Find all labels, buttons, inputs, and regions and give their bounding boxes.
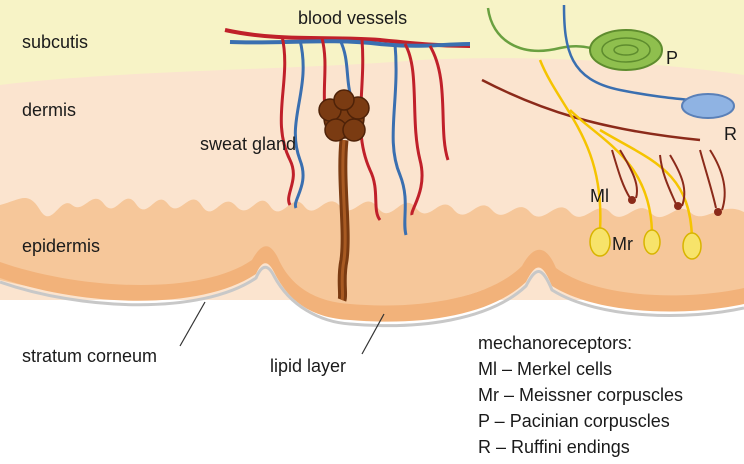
mechanoreceptor-legend: mechanoreceptors: Ml – Merkel cells Mr –…: [478, 330, 742, 460]
meissner-corpuscle-1: [590, 228, 610, 256]
label-mr-marker: Mr: [612, 234, 633, 254]
label-p-marker: P: [666, 48, 678, 68]
label-r-marker: R: [724, 124, 737, 144]
label-blood-vessels: blood vessels: [298, 8, 407, 28]
label-epidermis: epidermis: [22, 236, 100, 256]
label-subcutis: subcutis: [22, 32, 88, 52]
legend-item-meissner: Mr – Meissner corpuscles: [478, 382, 742, 408]
label-dermis: dermis: [22, 100, 76, 120]
ruffini-ending: [682, 94, 734, 118]
label-lipid-layer: lipid layer: [270, 356, 346, 376]
label-stratum-corneum: stratum corneum: [22, 346, 157, 366]
label-sweat-gland: sweat gland: [200, 134, 296, 154]
legend-item-merkel: Ml – Merkel cells: [478, 356, 742, 382]
pacinian-corpuscle: [590, 30, 662, 70]
meissner-corpuscle-2: [644, 230, 660, 254]
legend-item-pacinian: P – Pacinian corpuscles: [478, 408, 742, 434]
label-ml-marker: Ml: [590, 186, 609, 206]
legend-title: mechanoreceptors:: [478, 330, 742, 356]
stratum-corneum-leader: [180, 302, 205, 346]
meissner-corpuscle-3: [683, 233, 701, 259]
legend-item-ruffini: R – Ruffini endings: [478, 434, 742, 460]
